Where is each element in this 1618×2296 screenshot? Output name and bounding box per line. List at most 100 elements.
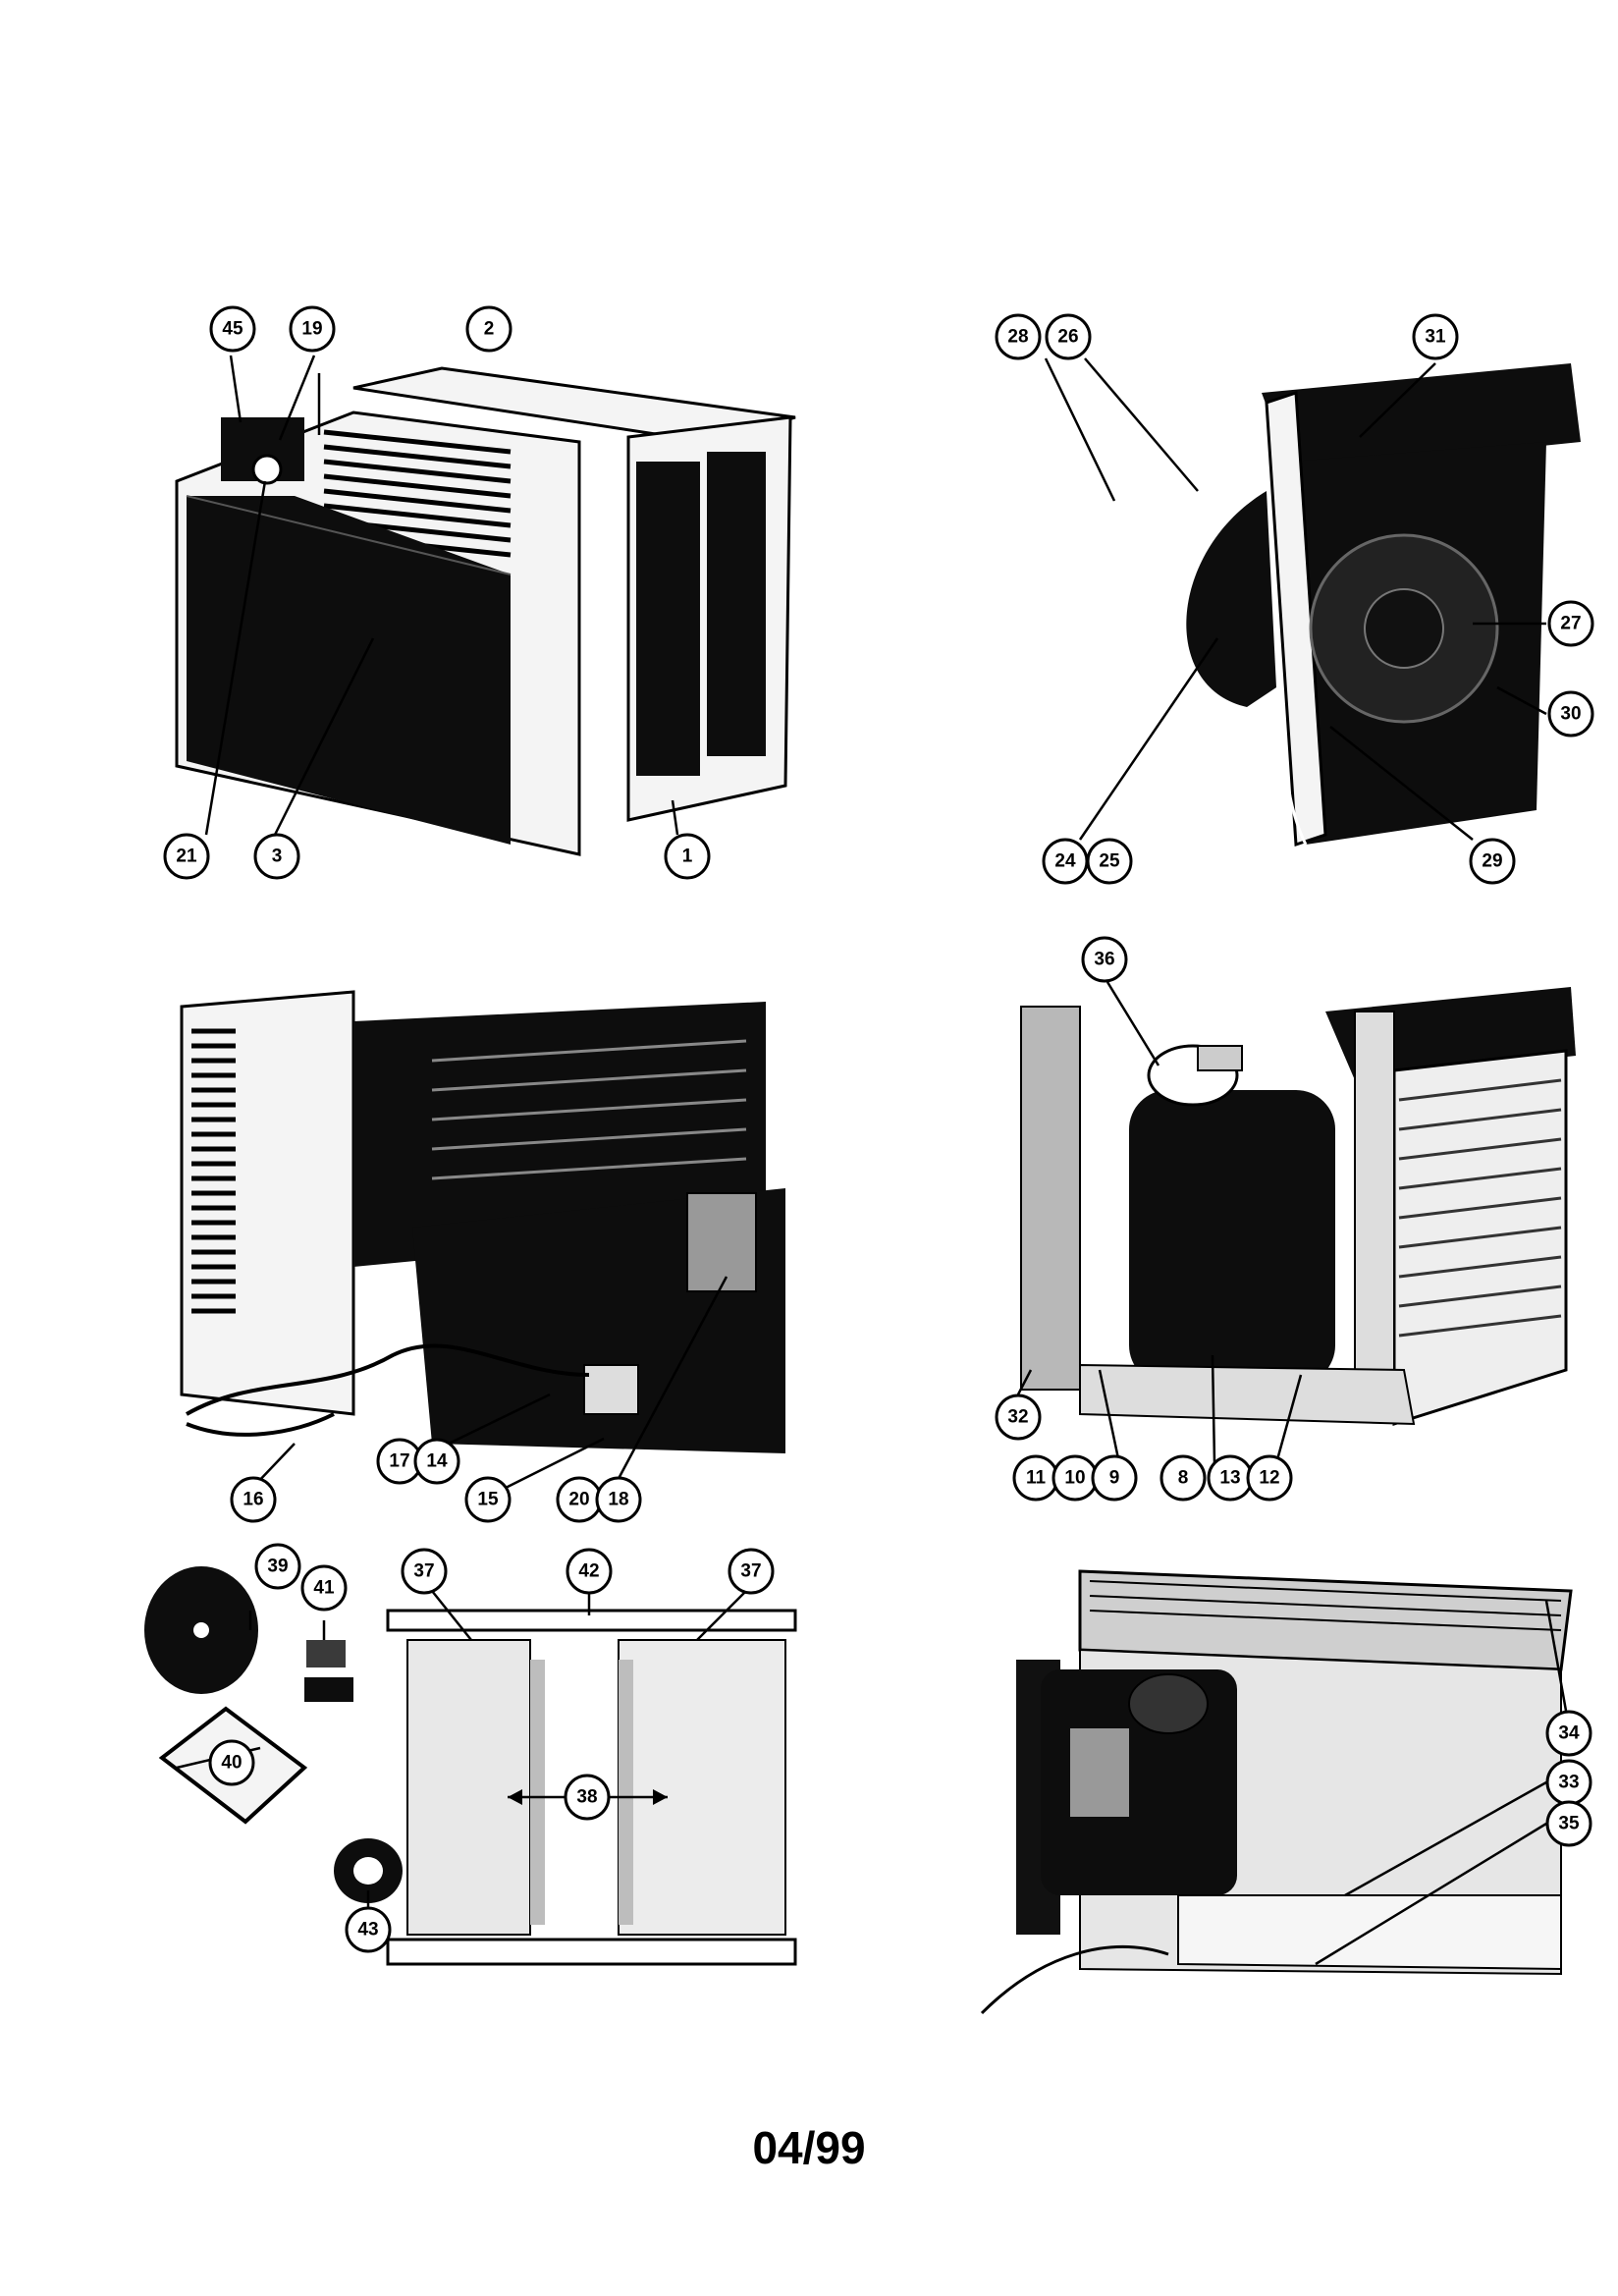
callout-9: 9 — [1091, 1454, 1138, 1502]
svg-text:45: 45 — [222, 319, 243, 340]
svg-text:38: 38 — [576, 1787, 597, 1808]
svg-text:12: 12 — [1259, 1468, 1279, 1489]
callout-40: 40 — [208, 1739, 255, 1786]
callout-32: 32 — [995, 1394, 1042, 1441]
callout-30: 30 — [1547, 690, 1594, 738]
svg-text:40: 40 — [221, 1753, 242, 1774]
svg-text:39: 39 — [267, 1557, 288, 1577]
callout-36: 36 — [1081, 936, 1128, 983]
side-panel-left — [406, 1639, 531, 1936]
callout-8: 8 — [1160, 1454, 1207, 1502]
svg-text:13: 13 — [1219, 1468, 1240, 1489]
callout-39: 39 — [254, 1543, 301, 1590]
svg-text:24: 24 — [1054, 851, 1076, 872]
front-grille — [187, 496, 511, 845]
svg-text:42: 42 — [578, 1561, 599, 1582]
svg-text:26: 26 — [1057, 327, 1078, 348]
upper-louvers — [323, 429, 512, 558]
svg-text:37: 37 — [413, 1561, 434, 1582]
callout-11: 11 — [1012, 1454, 1059, 1502]
svg-text:30: 30 — [1560, 704, 1581, 725]
callout-37-right: 37 — [728, 1548, 775, 1595]
callout-17: 17 — [376, 1438, 423, 1485]
base-coil-fins — [1089, 1580, 1562, 1631]
rear-louvers — [191, 1028, 236, 1314]
callout-38: 38 — [564, 1774, 611, 1821]
callout-13: 13 — [1207, 1454, 1254, 1502]
callout-34: 34 — [1545, 1710, 1592, 1757]
svg-text:43: 43 — [357, 1920, 378, 1941]
svg-text:8: 8 — [1178, 1468, 1189, 1489]
callout-27: 27 — [1547, 600, 1594, 647]
callout-24: 24 — [1042, 838, 1089, 885]
svg-text:33: 33 — [1558, 1773, 1579, 1793]
coil-fins — [431, 1039, 747, 1180]
svg-text:9: 9 — [1109, 1468, 1120, 1489]
callout-20: 20 — [556, 1476, 603, 1523]
callout-21: 21 — [163, 833, 210, 880]
callout-33: 33 — [1545, 1759, 1592, 1806]
base-view: 34 33 35 — [980, 1569, 1592, 2015]
callout-26: 26 — [1045, 313, 1092, 360]
callout-16: 16 — [230, 1476, 277, 1523]
capacitor — [583, 1364, 639, 1415]
svg-text:15: 15 — [477, 1490, 499, 1510]
svg-text:34: 34 — [1558, 1723, 1580, 1744]
hardware-bag — [306, 1640, 346, 1667]
callout-12: 12 — [1246, 1454, 1293, 1502]
svg-text:41: 41 — [313, 1578, 335, 1599]
svg-text:25: 25 — [1099, 851, 1120, 872]
callout-14: 14 — [413, 1438, 460, 1485]
accessories-view: 39 41 40 43 37 42 37 38 — [144, 1543, 797, 1966]
svg-text:27: 27 — [1560, 614, 1581, 634]
svg-text:37: 37 — [740, 1561, 761, 1582]
svg-text:1: 1 — [682, 847, 693, 867]
blower-view: 28 26 31 27 30 24 25 29 — [995, 313, 1594, 885]
control-knob — [251, 454, 283, 485]
callout-45: 45 — [209, 305, 256, 353]
power-cord — [186, 1412, 335, 1437]
callout-37-left: 37 — [401, 1548, 448, 1595]
svg-text:35: 35 — [1558, 1814, 1580, 1834]
svg-text:14: 14 — [426, 1451, 448, 1472]
callout-25: 25 — [1086, 838, 1133, 885]
callout-29: 29 — [1469, 838, 1516, 885]
callout-31: 31 — [1412, 313, 1459, 360]
svg-text:20: 20 — [568, 1490, 589, 1510]
side-louvers — [636, 452, 766, 776]
svg-text:10: 10 — [1064, 1468, 1085, 1489]
callout-35: 35 — [1545, 1800, 1592, 1847]
svg-text:31: 31 — [1425, 327, 1446, 348]
svg-text:28: 28 — [1007, 327, 1028, 348]
callout-41: 41 — [300, 1564, 348, 1612]
callout-10: 10 — [1052, 1454, 1099, 1502]
page-date-code: 04/99 — [752, 2122, 866, 2173]
callout-42: 42 — [566, 1548, 613, 1595]
svg-text:32: 32 — [1007, 1407, 1028, 1428]
callout-15: 15 — [464, 1476, 512, 1523]
callout-1: 1 — [664, 833, 711, 880]
svg-text:3: 3 — [272, 847, 283, 867]
compressor — [1129, 1090, 1335, 1385]
svg-text:19: 19 — [301, 319, 322, 340]
svg-text:21: 21 — [176, 847, 197, 867]
svg-text:18: 18 — [608, 1490, 628, 1510]
svg-text:36: 36 — [1094, 950, 1114, 970]
compressor-view: 36 32 11 10 9 8 13 12 — [995, 936, 1576, 1502]
svg-text:11: 11 — [1026, 1468, 1047, 1489]
svg-text:16: 16 — [243, 1490, 263, 1510]
svg-text:2: 2 — [484, 319, 495, 340]
svg-text:17: 17 — [389, 1451, 409, 1472]
callout-18: 18 — [595, 1476, 642, 1523]
svg-text:29: 29 — [1482, 851, 1502, 872]
callout-3: 3 — [253, 833, 300, 880]
callout-2: 2 — [465, 305, 512, 353]
callout-43: 43 — [345, 1906, 392, 1953]
side-panel-right — [618, 1639, 786, 1936]
callout-19: 19 — [289, 305, 336, 353]
callout-28: 28 — [995, 313, 1042, 360]
control-view: 17 14 16 15 20 18 — [180, 990, 785, 1523]
evaporator-fins — [1398, 1078, 1562, 1338]
fan-blade — [1186, 491, 1276, 707]
